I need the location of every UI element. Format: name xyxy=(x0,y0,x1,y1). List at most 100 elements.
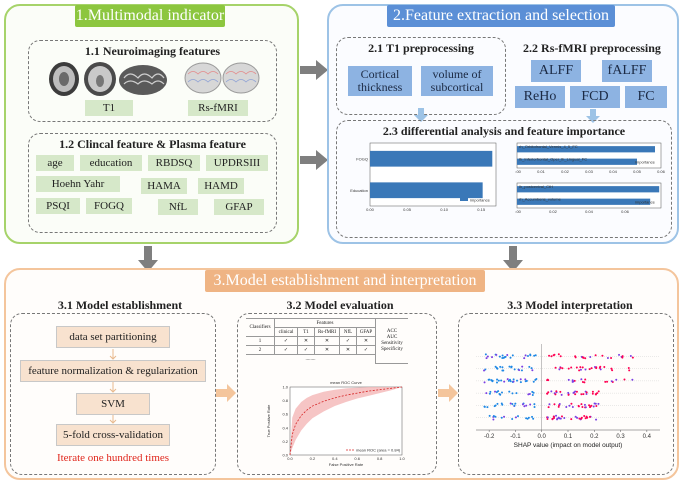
chip-rbdsq: RBDSQ xyxy=(148,155,200,171)
metrics-cell: ACC AUC Sensitivity Specificity xyxy=(375,318,408,364)
shap-point xyxy=(529,353,532,356)
x-tick-label: 0.4 xyxy=(332,456,338,461)
metric-sensitivity: Sensitivity xyxy=(381,340,403,346)
shap-point xyxy=(511,354,514,357)
importance-bar xyxy=(517,146,655,153)
arrow-right-2 xyxy=(300,150,328,170)
model-establishment-box xyxy=(10,313,216,475)
shap-point xyxy=(496,367,499,370)
shap-point xyxy=(568,404,571,407)
shap-point xyxy=(519,378,522,381)
shap-point xyxy=(595,404,598,407)
shap-point xyxy=(610,380,613,383)
shap-point xyxy=(492,414,495,417)
shap-point xyxy=(592,405,595,408)
shap-point xyxy=(557,353,560,356)
x-tick-label: 0.0 xyxy=(538,434,547,440)
importance-chart-fc: rh_Orbitofrontal_Vermis_4_5_FClh_Inferio… xyxy=(515,142,665,174)
shap-point xyxy=(575,390,578,393)
shap-point xyxy=(523,405,526,408)
shap-point xyxy=(491,380,494,383)
reho-box: ReHo xyxy=(515,86,565,108)
shap-point xyxy=(595,418,598,421)
shap-point xyxy=(582,393,585,396)
cortical-thickness-box: Cortical thickness xyxy=(348,66,412,96)
col-classifiers: Classifiers xyxy=(246,318,275,337)
shap-point xyxy=(498,392,501,395)
shap-point xyxy=(534,354,537,357)
shap-point xyxy=(547,406,550,409)
shap-point xyxy=(585,391,588,394)
shap-point xyxy=(526,417,529,420)
tick-label: 0.04 xyxy=(585,209,594,214)
shap-point xyxy=(546,418,549,421)
tick-label: 0.10 xyxy=(440,207,449,212)
shap-point xyxy=(610,357,613,360)
row-name: 2 xyxy=(246,345,275,355)
rsfmri-preprocessing-heading: 2.2 Rs-fMRI preprocessing xyxy=(523,41,661,55)
section3-title: 3.Model establishment and interpretation xyxy=(205,270,485,292)
y-tick-label: 1.0 xyxy=(282,385,288,390)
step-arrows xyxy=(109,349,117,424)
shap-point xyxy=(585,393,588,396)
shap-point xyxy=(584,378,587,381)
shap-point xyxy=(631,378,634,381)
shap-point xyxy=(589,355,592,358)
chip-nfl: NfL xyxy=(158,199,198,215)
shap-point xyxy=(588,415,591,418)
volume-subcortical-box: volume of subcortical xyxy=(421,66,493,96)
category-label: Education xyxy=(350,188,368,193)
shap-point xyxy=(513,404,516,407)
shap-point xyxy=(611,369,614,372)
shap-point xyxy=(547,391,550,394)
t1-brain-images xyxy=(49,62,167,96)
shap-point xyxy=(597,402,600,405)
shap-point xyxy=(524,380,527,383)
shap-point xyxy=(509,402,512,405)
shap-point xyxy=(509,380,512,383)
shap-point xyxy=(606,380,609,383)
tick-label: 0.00 xyxy=(515,169,522,174)
shap-point xyxy=(554,393,557,396)
shap-point xyxy=(580,378,583,381)
feature-t1: T1 xyxy=(297,327,315,337)
neuroimaging-heading: 1.1 Neuroimaging features xyxy=(84,44,221,58)
tick-label: 0.15 xyxy=(477,207,486,212)
y-tick-label: 0.0 xyxy=(282,453,288,458)
x-tick-label: -0.1 xyxy=(510,434,521,440)
shap-point xyxy=(588,404,591,407)
shap-point xyxy=(610,367,613,370)
shap-point xyxy=(496,402,499,405)
step-normalization: feature normalization & regularization xyxy=(20,360,206,382)
shap-point xyxy=(565,406,568,409)
shap-point xyxy=(531,394,534,397)
shap-point xyxy=(509,356,512,359)
chip-fogq: FOGQ xyxy=(86,198,132,214)
shap-point xyxy=(560,393,563,396)
shap-point xyxy=(531,390,534,393)
shap-point xyxy=(615,378,618,381)
section1-title: 1.Multimodal indicator xyxy=(75,5,225,27)
tick-label: 0.05 xyxy=(633,169,642,174)
shap-point xyxy=(579,368,582,371)
shap-point xyxy=(512,380,515,383)
chip-gfap: GFAP xyxy=(214,199,264,215)
x-tick-label: 0.3 xyxy=(616,434,625,440)
shap-point xyxy=(491,356,494,359)
shap-point xyxy=(507,379,510,382)
shap-point xyxy=(559,366,562,369)
shap-point xyxy=(519,381,522,384)
shap-point xyxy=(493,405,496,408)
legend-label: importance xyxy=(470,198,491,203)
shap-point xyxy=(525,404,528,407)
shap-point xyxy=(512,378,515,381)
shap-point xyxy=(552,415,555,418)
shap-point xyxy=(599,368,602,371)
shap-point xyxy=(523,357,526,360)
shap-point xyxy=(553,403,556,406)
shap-point xyxy=(548,403,551,406)
shap-point xyxy=(574,415,577,418)
shap-point xyxy=(567,393,570,396)
importance-bar xyxy=(517,158,637,165)
shap-point xyxy=(483,405,486,408)
